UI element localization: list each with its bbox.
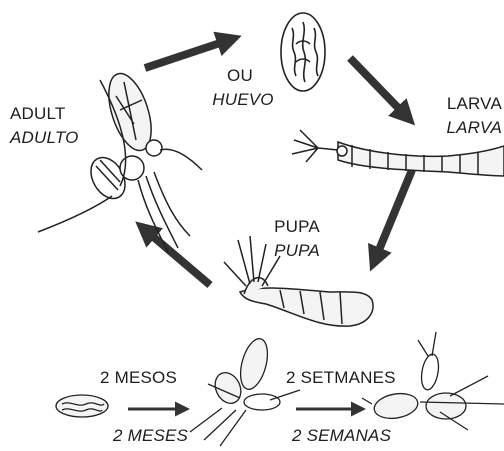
egg-label-es: HUEVO bbox=[203, 90, 283, 110]
arrow-egg-to-larva bbox=[350, 58, 408, 118]
adult-illustration bbox=[38, 68, 202, 252]
adult-label-ca: ADULT bbox=[10, 104, 65, 124]
arrow-larva-to-pupa bbox=[374, 170, 412, 262]
arrow-pupa-to-adult bbox=[143, 228, 210, 285]
duration-2-label-es: 2 SEMANAS bbox=[292, 426, 391, 446]
larva-label-ca: LARVA bbox=[414, 94, 502, 114]
pupa-label-ca: PUPA bbox=[262, 217, 332, 237]
duration-2-label-ca: 2 SETMANES bbox=[286, 368, 396, 388]
timeline-adult-illustration bbox=[190, 336, 300, 446]
arrow-adult-to-egg bbox=[145, 39, 232, 68]
larva-label-es: LARVA bbox=[414, 118, 502, 138]
pupa-label-es: PUPA bbox=[262, 241, 332, 261]
timeline-egg-illustration bbox=[56, 395, 108, 417]
duration-1-label-ca: 2 MESOS bbox=[100, 368, 177, 388]
egg-label-ca: OU bbox=[220, 66, 260, 86]
egg-illustration bbox=[281, 13, 325, 91]
adult-label-es: ADULTO bbox=[10, 128, 79, 148]
duration-1-label-es: 2 MESES bbox=[113, 426, 188, 446]
